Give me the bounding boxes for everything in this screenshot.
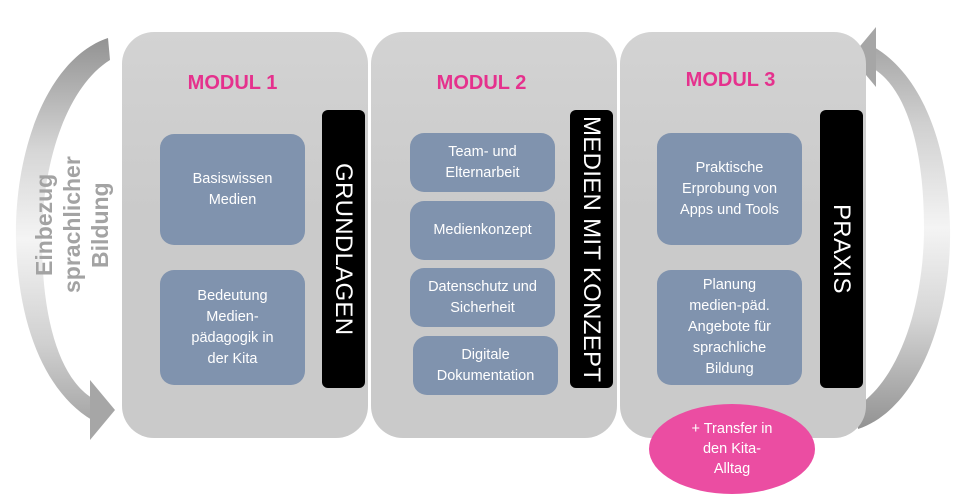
topic-line: Dokumentation [436,367,535,384]
module-2-panel: MODUL 2 Team- und Elternarbeit Medienkon… [371,32,617,438]
module-2-topic-1: Team- und Elternarbeit [410,133,555,192]
side-label-language-education: Einbezug sprachlicher Bildung [30,127,114,323]
module-1-theme-bar: GRUNDLAGEN [322,110,365,388]
topic-line: Team- und [448,143,517,160]
left-arrow-band [15,38,110,420]
module-1-topic-2: Bedeutung Medien- pädagogik in der Kita [160,270,305,385]
topic-line: Bedeutung [197,287,268,304]
topic-line: Planung [702,277,757,293]
module-2-theme-bar: MEDIEN MIT KONZEPT [570,110,613,388]
transfer-line-1: + Transfer in [691,421,773,437]
module-2-title: MODUL 2 [436,72,527,94]
topic-line: Apps und Tools [680,201,779,218]
module-3-topic-1: Praktische Erprobung von Apps und Tools [657,133,802,245]
module-1-theme-label: GRUNDLAGEN [330,162,357,336]
transfer-ellipse: + Transfer in den Kita- Alltag [649,404,815,494]
module-3-theme-label: PRAXIS [828,204,855,294]
topic-line: Medien [208,191,257,208]
module-3-title: MODUL 3 [685,69,776,91]
module-1-panel: MODUL 1 Basiswissen Medien Bedeutung Med… [122,32,368,438]
module-3-panel: MODUL 3 Praktische Erprobung von Apps un… [620,32,866,438]
topic-line: Basiswissen [192,170,273,187]
module-2-theme-label: MEDIEN MIT KONZEPT [578,115,605,383]
left-arrowhead [90,380,115,440]
topic-line: Erprobung von [681,180,778,197]
topic-line: sprachliche [692,340,767,356]
topic-line: Praktische [695,159,764,176]
side-label-line-1: Einbezug [31,173,57,277]
topic-line: Angebote für [687,319,772,335]
module-2-topic-2: Medienkonzept [410,201,555,260]
topic-line: medien-päd. [689,298,770,314]
right-arrow-band [856,47,951,429]
module-1-topic-1: Basiswissen Medien [160,134,305,245]
module-3-theme-bar: PRAXIS [820,110,863,388]
module-1-title: MODUL 1 [187,72,278,94]
topic-line: Datenschutz und [428,278,537,295]
transfer-line-3: Alltag [713,461,751,477]
topic-line: Digitale [461,346,510,363]
side-label-line-2: sprachlicher [59,156,85,294]
topic-line: Bildung [705,361,754,377]
module-2-topic-3: Datenschutz und Sicherheit [410,268,555,327]
topic-line: pädagogik in [191,329,274,346]
topic-line: Sicherheit [450,299,515,316]
left-curved-arrow-icon [15,38,115,440]
topic-line: der Kita [207,350,258,367]
module-2-topic-4: Digitale Dokumentation [413,336,558,395]
topic-line: Medien- [206,308,259,325]
side-label-line-3: Bildung [87,182,113,268]
topic-line: Medienkonzept [433,222,532,238]
topic-line: Elternarbeit [445,164,520,181]
module-3-topic-2: Planung medien-päd. Angebote für sprachl… [657,270,802,385]
transfer-line-2: den Kita- [702,441,762,457]
